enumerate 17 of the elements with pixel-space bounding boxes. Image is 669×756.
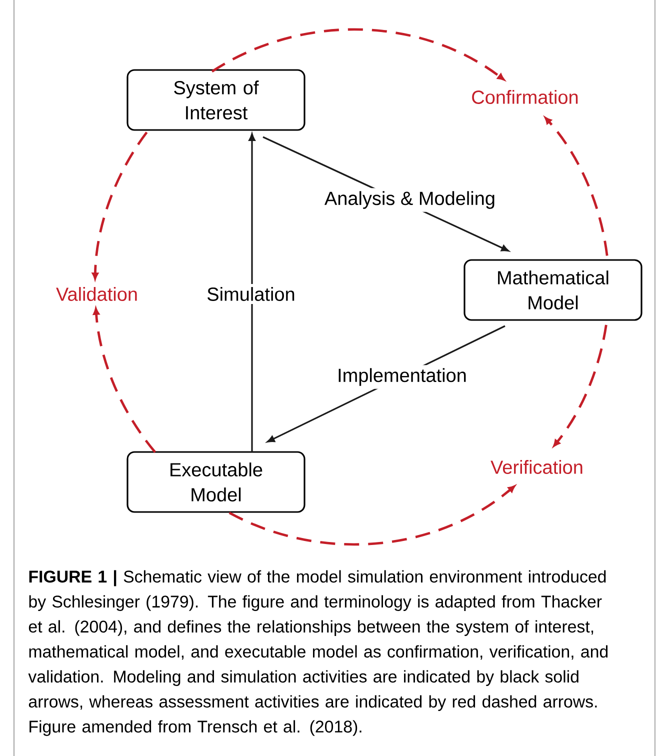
activity-label: Validation (54, 285, 140, 303)
edge-label: Simulation (204, 284, 298, 304)
dashed-arrow (92, 132, 148, 280)
figure-caption: FIGURE 1 | Schematic view of the model simulation environment introduced by Schlesinger (1979). The figure and terminology is adapted from Thacker et al. (2004), and defines the relationships between the system of interest, mathematical model, and executable model as confirmation, verification, and validation. Modeling and simulation activities are indicated by black solid arrows, whereas assessment activities are indicated by red dashed arrows. Figure amended from Trensch et al. (2018). (28, 570, 608, 736)
dashed-arrow (553, 324, 608, 447)
dashed-arrow (211, 28, 505, 80)
dashed-arrow (93, 308, 156, 453)
activity-label: Verification (488, 458, 586, 476)
process-box: Executable Model (126, 451, 306, 513)
edge-label: Implementation (334, 365, 470, 389)
activity-label: Confirmation (469, 88, 581, 106)
process-box: Mathematical Model (464, 259, 642, 321)
dashed-arrow (544, 116, 608, 256)
dashed-arrow (228, 485, 516, 546)
edge-label: Analysis & Modeling (321, 188, 499, 212)
process-box: System of Interest (126, 69, 306, 131)
arrow (248, 133, 256, 452)
